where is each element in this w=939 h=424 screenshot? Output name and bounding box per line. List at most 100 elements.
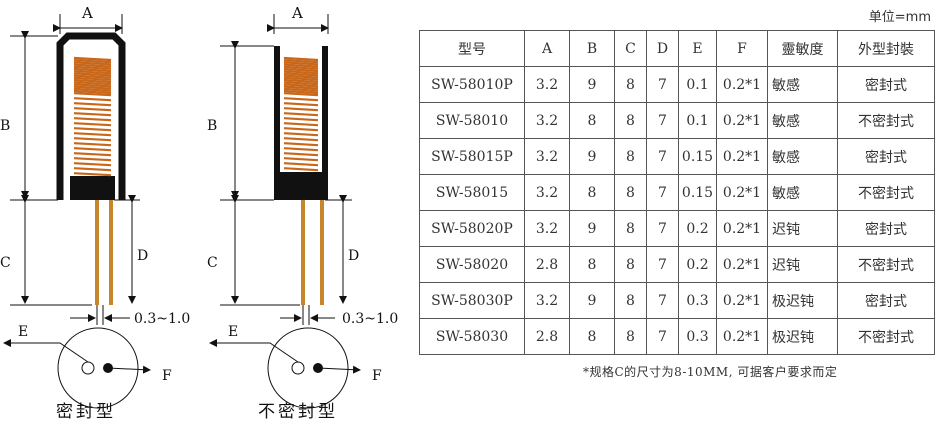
table-cell: 0.15 [678, 174, 717, 211]
table-cell: 2.8 [524, 318, 570, 355]
table-cell: SW-58015P [419, 138, 525, 175]
coil-turn [283, 76, 319, 81]
coil-turn [73, 67, 112, 73]
column-header: 靈敏度 [767, 30, 838, 67]
dim-c-label: C [207, 255, 218, 271]
table-cell: 7 [646, 318, 679, 355]
table-cell: SW-58010P [419, 66, 525, 103]
column-header: B [569, 30, 615, 67]
dim-d-label: D [348, 248, 359, 264]
column-header: C [614, 30, 647, 67]
table-cell: SW-58015 [419, 174, 525, 211]
dim-b-label: B [0, 118, 10, 134]
coil-turn [73, 74, 112, 79]
table-cell: 9 [569, 66, 615, 103]
coil-turn [73, 81, 112, 86]
table-cell: 不密封式 [837, 318, 935, 355]
coil-turn [283, 63, 319, 68]
table-cell: SW-58030P [419, 282, 525, 319]
column-header: E [678, 30, 717, 67]
table-cell: 敏感 [767, 138, 838, 175]
dim-a-label: A [291, 4, 303, 22]
sealed-sensor: A B C D 0.3~1.0 E F 密封型 [0, 4, 190, 422]
table-cell: 8 [569, 174, 615, 211]
coil-turn [73, 65, 112, 70]
table-cell: 0.2*1 [716, 282, 768, 319]
coil-turn [283, 70, 319, 75]
table-cell: 8 [614, 102, 647, 139]
coil-turn [73, 78, 112, 84]
table-cell: 迟钝 [767, 246, 838, 283]
table-cell: 0.2*1 [716, 318, 768, 355]
table-cell: 3.2 [524, 102, 570, 139]
table-cell: 9 [569, 138, 615, 175]
unsealed-caption: 不密封型 [258, 402, 338, 422]
table-cell: 不密封式 [837, 102, 935, 139]
coil-turn [73, 142, 112, 147]
table-cell: 8 [614, 246, 647, 283]
coil-turn [283, 102, 319, 107]
coil-turn [73, 76, 112, 81]
column-header: F [716, 30, 768, 67]
coil-turn [73, 83, 112, 88]
coil-turn [73, 61, 112, 66]
column-header: 外型封裝 [837, 30, 935, 67]
coil-turn [283, 117, 319, 122]
table-cell: 0.2*1 [716, 138, 768, 175]
table-cell: 0.3 [678, 282, 717, 319]
table-cell: SW-58020 [419, 246, 525, 283]
coil-turn [283, 157, 319, 162]
coil-turn [283, 137, 319, 142]
coil-turn [73, 92, 112, 97]
table-cell: 密封式 [837, 282, 935, 319]
dim-d-label: D [137, 248, 148, 264]
table-cell: 8 [569, 246, 615, 283]
coil-turn [283, 56, 319, 62]
coil-turn [73, 137, 112, 142]
table-cell: 2.8 [524, 246, 570, 283]
footnote: *规格C的尺寸为8-10MM, 可据客户要求而定 [583, 365, 838, 379]
table-cell: 极迟钝 [767, 318, 838, 355]
coil-turn [283, 81, 319, 86]
table-cell: SW-58010 [419, 102, 525, 139]
table-cell: 0.2*1 [716, 246, 768, 283]
table-cell: 8 [569, 318, 615, 355]
table-cell: 8 [614, 210, 647, 247]
unit-label: 单位=mm [868, 10, 931, 25]
coil-turn [283, 162, 319, 167]
coil-turn [73, 107, 112, 112]
coil-turn [283, 112, 319, 117]
coil-turn [73, 89, 112, 95]
table-cell: 0.2 [678, 210, 717, 247]
coil-turn [283, 78, 319, 84]
table-cell: 7 [646, 66, 679, 103]
table-cell: 7 [646, 282, 679, 319]
table-cell: 8 [614, 174, 647, 211]
dim-c-label: C [0, 255, 11, 271]
coil-turn [283, 167, 319, 172]
dim-b-label: B [207, 118, 217, 134]
table-cell: 7 [646, 246, 679, 283]
table-cell: SW-58020P [419, 210, 525, 247]
coil-turn [283, 107, 319, 112]
table-cell: 3.2 [524, 66, 570, 103]
table-cell: 0.1 [678, 102, 717, 139]
table-cell: 密封式 [837, 210, 935, 247]
coil-turn [73, 132, 112, 137]
coil-turn [283, 132, 319, 137]
coil-turn [73, 112, 112, 117]
dim-a-label: A [81, 4, 93, 22]
table-cell: 3.2 [524, 210, 570, 247]
column-header: 型号 [419, 30, 525, 67]
table-cell: 8 [614, 318, 647, 355]
coil-turn [73, 122, 112, 127]
column-header: D [646, 30, 679, 67]
